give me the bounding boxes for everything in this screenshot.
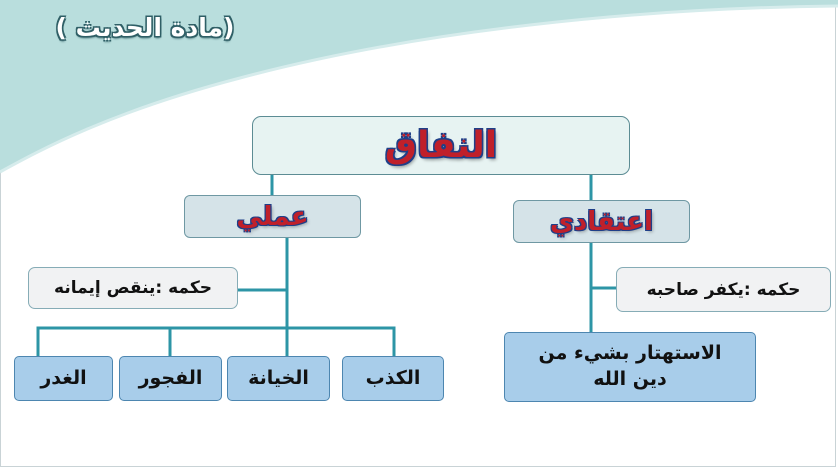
practical-example-node-3: الفجور <box>119 356 222 401</box>
practical-example-node-4: الغدر <box>14 356 113 401</box>
practical-ruling-node: حكمه :ينقص إيمانه <box>28 267 238 309</box>
page-title: (مادة الحديث ) <box>55 13 235 42</box>
practical-example-label-2: الخيانة <box>248 366 309 389</box>
belief-ruling-node: حكمه :يكفر صاحبه <box>616 267 831 312</box>
practical-example-label-4: الغدر <box>40 366 87 389</box>
practical-example-label-1: الكذب <box>365 366 421 389</box>
practical-ruling-label: حكمه :ينقص إيمانه <box>54 278 212 298</box>
belief-example-node: الاستهتار بشيء من دين الله <box>504 332 756 402</box>
practical-branch-label: عملي <box>236 201 309 232</box>
root-label: النفاق <box>384 125 498 166</box>
root-node: النفاق <box>252 116 630 175</box>
belief-branch-node: اعتقادي <box>513 200 690 243</box>
belief-ruling-label: حكمه :يكفر صاحبه <box>646 279 801 300</box>
practical-example-node-1: الكذب <box>342 356 444 401</box>
practical-example-label-3: الفجور <box>138 366 203 389</box>
practical-branch-node: عملي <box>184 195 361 238</box>
belief-branch-label: اعتقادي <box>550 206 653 237</box>
practical-example-node-2: الخيانة <box>227 356 330 401</box>
belief-example-label: الاستهتار بشيء من دين الله <box>538 342 722 390</box>
